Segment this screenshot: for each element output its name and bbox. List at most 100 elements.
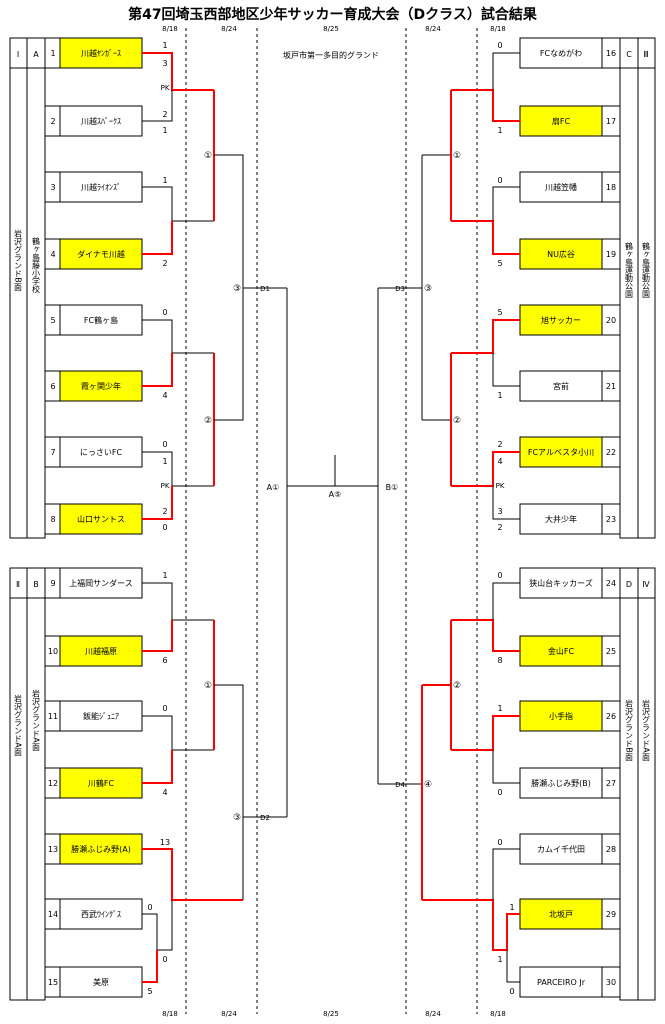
winner-path — [451, 89, 520, 122]
team-box — [519, 635, 603, 667]
score: 6 — [162, 656, 167, 665]
team-no-box — [601, 833, 621, 865]
score: 1 — [497, 704, 502, 713]
team-number: 14 — [48, 910, 58, 919]
team-number: 18 — [606, 183, 616, 192]
score: 1 — [497, 391, 502, 400]
winner-path — [451, 319, 520, 354]
round-label: ① — [453, 151, 461, 161]
team-name: 川越ｽﾊﾟｰｸｽ — [81, 116, 121, 126]
bracket-line — [214, 288, 244, 421]
block-letter: D — [626, 580, 632, 589]
team-box — [519, 567, 603, 599]
team-name: 上福岡サンダース — [69, 578, 133, 588]
team-box — [519, 370, 603, 402]
pk-label: PK — [496, 482, 505, 490]
team-name: 西武ｳｲﾝｸﾞｽ — [81, 909, 121, 919]
round-label: ③ — [233, 284, 241, 294]
block-roman: Ⅳ — [642, 580, 650, 589]
block-venue: 鶴ヶ島藤小学校 — [32, 236, 41, 294]
score: 2 — [497, 440, 502, 449]
team-box — [519, 37, 603, 69]
slot-label: D4 — [395, 781, 405, 789]
team-name: 北坂戸 — [549, 909, 573, 919]
team-name: FCアルベスタ小川 — [528, 448, 594, 457]
bracket-line — [492, 353, 520, 387]
block-roman: Ⅲ — [643, 50, 649, 59]
bracket-line — [142, 186, 214, 222]
winner-path — [451, 715, 520, 751]
team-number: 4 — [50, 250, 55, 259]
team-box — [59, 833, 143, 865]
team-number: 12 — [48, 779, 58, 788]
team-number: 7 — [50, 448, 55, 457]
team-box — [59, 635, 143, 667]
team-name: 飯能ｼﾞｭﾆｱ — [83, 711, 119, 721]
team-number: 5 — [50, 316, 55, 325]
round-label: ③ — [424, 284, 432, 294]
winner-path — [422, 899, 520, 951]
team-box — [59, 966, 143, 998]
block-roman: Ⅱ — [16, 580, 20, 589]
team-box — [519, 767, 603, 799]
date-label-bottom-2: 8/25 — [323, 1010, 339, 1018]
team-no-box — [601, 898, 621, 930]
team-no-box — [601, 304, 621, 336]
team-box — [59, 238, 143, 270]
round-label: ④ — [424, 780, 432, 790]
team-name: にっさいFC — [80, 448, 123, 457]
score: 1 — [509, 903, 514, 912]
score: 4 — [162, 391, 167, 400]
team-name: 大井少年 — [545, 514, 577, 524]
score: 1 — [162, 41, 167, 50]
score: 0 — [162, 440, 167, 449]
team-no-box — [601, 171, 621, 203]
score: 1 — [162, 571, 167, 580]
block-letter: B — [33, 580, 39, 589]
team-box — [519, 503, 603, 535]
score: 5 — [147, 987, 152, 996]
team-box — [519, 898, 603, 930]
team-box — [519, 436, 603, 468]
bracket-line — [142, 451, 214, 487]
score: 4 — [162, 788, 167, 797]
team-no-box — [601, 370, 621, 402]
team-name: 川越笠幡 — [545, 182, 577, 192]
score: 0 — [497, 788, 502, 797]
team-box — [59, 567, 143, 599]
bracket-line — [506, 950, 520, 983]
bracket-line — [492, 750, 520, 784]
block-venue: 岩沢グランドA面 — [642, 698, 651, 761]
round-label: ② — [453, 416, 461, 426]
team-box — [519, 966, 603, 998]
bracket-line — [492, 486, 520, 520]
block-venue: 鶴ヶ島運動公園 — [642, 241, 651, 299]
date-label-bottom-1: 8/24 — [221, 1010, 237, 1018]
team-no-box — [601, 635, 621, 667]
team-number: 30 — [606, 978, 616, 987]
team-name: 宮前 — [553, 381, 569, 391]
team-box — [59, 767, 143, 799]
team-number: 26 — [606, 712, 616, 721]
team-no-box — [601, 37, 621, 69]
score: 0 — [497, 838, 502, 847]
pk-label: PK — [161, 84, 170, 92]
score: 0 — [509, 987, 514, 996]
score: 3 — [497, 507, 502, 516]
team-number: 10 — [48, 647, 58, 656]
bracket-line — [214, 684, 244, 817]
team-name: 金山FC — [548, 646, 575, 656]
page-title: 第47回埼玉西部地区少年サッカー育成大会（Dクラス）試合結果 — [128, 7, 537, 23]
slot-label: D3 — [395, 285, 405, 293]
team-name: 川越ﾔﾝｶﾞｰｽ — [81, 48, 121, 58]
team-no-box — [601, 238, 621, 270]
date-label-top-3: 8/24 — [425, 25, 441, 33]
team-no-box — [601, 105, 621, 137]
block-venue: 鶴ヶ島運動公園 — [625, 241, 634, 299]
bracket-line — [142, 715, 214, 751]
bracket-line — [492, 582, 520, 620]
winner-path — [142, 620, 173, 652]
team-name: 美原 — [93, 977, 109, 987]
team-number: 23 — [606, 515, 616, 524]
